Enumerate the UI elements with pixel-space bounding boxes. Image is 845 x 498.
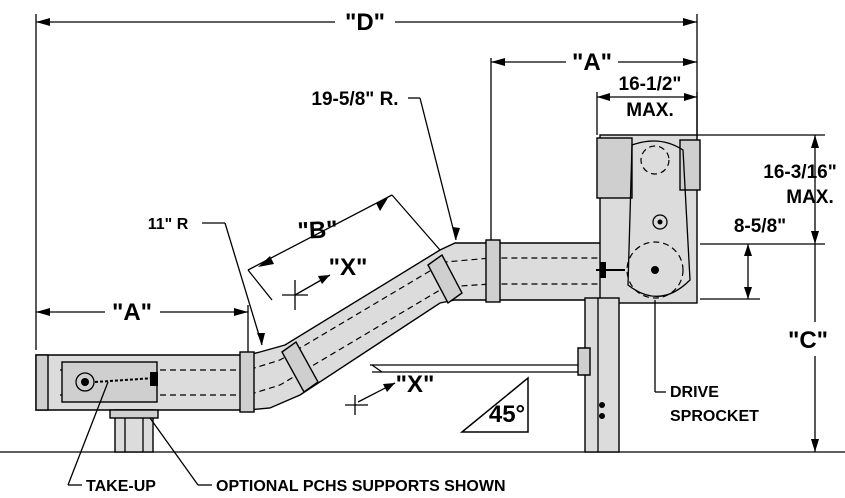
- width-max-line2: MAX.: [626, 100, 674, 121]
- angle-label: 45°: [489, 401, 525, 428]
- section-x-lower: [345, 382, 396, 415]
- height-max-line1: 16-3/16": [763, 162, 836, 183]
- dim-b: [247, 194, 441, 301]
- dim-b-label: "B": [297, 216, 338, 245]
- drive-offset-label: 8-5/8": [734, 216, 786, 237]
- dim-a-left: [36, 305, 249, 355]
- support-right: [577, 297, 620, 453]
- radius-upper-leader: [408, 97, 460, 241]
- section-x-lower-label: "X": [396, 371, 435, 398]
- drive-sprocket-leader: [654, 300, 666, 393]
- angle-triangle: [459, 376, 529, 433]
- dim-c-label: "C": [788, 327, 828, 354]
- drive-unit: [596, 134, 701, 304]
- dim-height-max: [697, 134, 825, 245]
- radius-lower-label: 11" R: [148, 216, 189, 233]
- supports-label: OPTIONAL PCHS SUPPORTS SHOWN: [216, 478, 506, 495]
- take-up-leader: [67, 381, 109, 486]
- dim-width-max: [596, 92, 698, 135]
- section-x-upper-label: "X": [329, 254, 368, 281]
- drive-sprocket-line1: DRIVE: [670, 384, 719, 401]
- dim-d-label: "D": [345, 9, 385, 36]
- radius-upper-label: 19-5/8" R.: [311, 89, 398, 110]
- drive-sprocket-line2: SPROCKET: [670, 408, 759, 425]
- height-max-line2: MAX.: [786, 187, 834, 208]
- dim-drive-offset: [700, 244, 760, 300]
- dim-a-left-label: "A": [112, 299, 152, 326]
- radius-lower-leader: [202, 222, 265, 346]
- dim-a-top: [490, 58, 697, 245]
- dim-d: [35, 14, 698, 350]
- width-max-line1: 16-1/2": [619, 74, 682, 95]
- take-up-label: TAKE-UP: [86, 478, 156, 495]
- section-x-upper: [282, 274, 331, 310]
- take-up-assembly: [61, 361, 158, 403]
- dim-a-top-label: "A": [572, 49, 612, 76]
- supports-leader: [149, 417, 212, 486]
- support-left: [109, 409, 159, 453]
- dim-c: [811, 244, 819, 452]
